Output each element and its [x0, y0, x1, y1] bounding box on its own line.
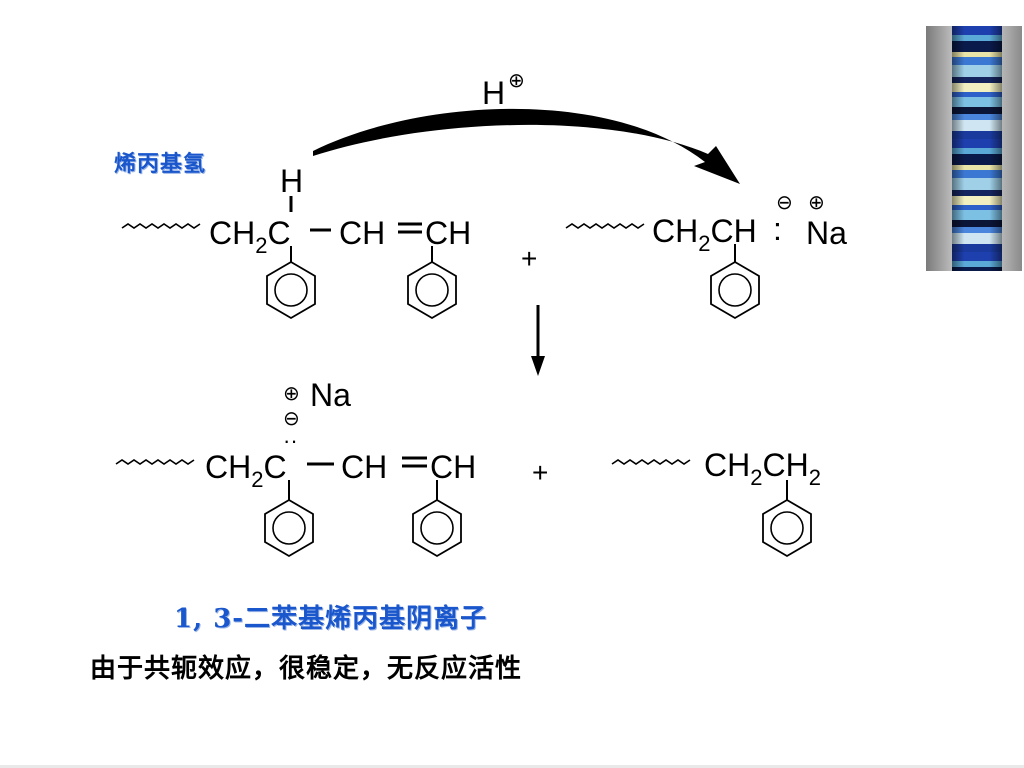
- ch-group: CH: [341, 449, 387, 485]
- stability-note: 由于共轭效应，很稳定，无反应活性: [90, 654, 523, 684]
- ch-group: CH: [339, 215, 385, 251]
- plus-sign: +: [521, 243, 537, 274]
- polymer-chain-wavy: [115, 459, 195, 465]
- polymer-chain-wavy: [121, 223, 201, 229]
- phenyl-ring: [264, 498, 314, 558]
- lone-pair: :: [773, 211, 782, 247]
- phenyl-ring: [710, 260, 760, 320]
- ch2-c-group: CH2C: [209, 215, 291, 258]
- plus-charge: ⊕: [283, 383, 300, 405]
- footer-line: [0, 765, 1024, 768]
- ch-group: CH: [425, 215, 471, 251]
- ch-group: CH: [430, 449, 476, 485]
- allylic-hydrogen-atom: H: [280, 163, 303, 199]
- minus-charge: ⊖: [776, 192, 793, 214]
- sodium-counterion: Na: [806, 215, 847, 251]
- allylic-hydrogen-label: 烯丙基氢: [114, 151, 207, 177]
- proton-transfer-arrow: [313, 108, 740, 184]
- proton-h-label: H: [482, 75, 505, 111]
- ch2-ch2-group: CH2CH2: [704, 447, 821, 490]
- proton-plus-charge: ⊕: [508, 70, 525, 92]
- minus-charge: ⊖: [283, 408, 300, 430]
- phenyl-ring: [407, 260, 457, 320]
- reactant-anion-group: CH2CH: [652, 213, 757, 256]
- phenyl-ring: [762, 498, 812, 558]
- sodium-counterion: Na: [310, 377, 351, 413]
- ch2-c-group: CH2C: [205, 449, 287, 492]
- diphenylallyl-anion-name: 1, 3-二苯基烯丙基阴离子: [174, 604, 488, 634]
- lone-pair: ··: [283, 428, 298, 453]
- phenyl-ring: [412, 498, 462, 558]
- polymer-chain-wavy: [565, 223, 645, 229]
- plus-charge: ⊕: [808, 192, 825, 214]
- reaction-arrow: [531, 305, 545, 376]
- plus-sign: +: [532, 457, 548, 488]
- phenyl-ring: [266, 260, 316, 320]
- ribbon-shading: [952, 26, 1002, 271]
- polymer-chain-wavy: [611, 459, 691, 465]
